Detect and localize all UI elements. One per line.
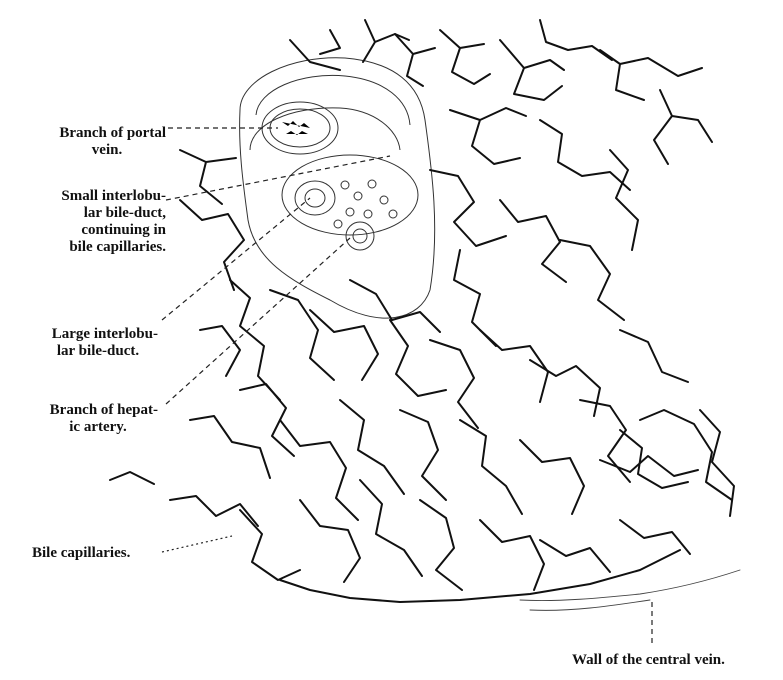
label-hepatic-artery-line1: Branch of hepat-: [8, 402, 158, 419]
label-portal-vein-line2: vein.: [8, 142, 166, 159]
label-small-duct-line3: continuing in: [8, 222, 166, 239]
label-large-duct-line1: Large interlobu-: [8, 326, 158, 343]
large-bile-duct: [346, 222, 374, 250]
label-small-duct: Small interlobu- lar bile-duct, continui…: [8, 188, 166, 256]
label-bile-capillaries-line1: Bile capillaries.: [32, 545, 130, 562]
label-bile-capillaries: Bile capillaries.: [32, 545, 130, 562]
label-large-duct: Large interlobu- lar bile-duct.: [8, 326, 158, 360]
label-small-duct-line2: lar bile-duct,: [8, 205, 166, 222]
label-small-duct-line1: Small interlobu-: [8, 188, 166, 205]
label-portal-vein: Branch of portal vein.: [8, 125, 166, 159]
small-bile-duct: [282, 155, 418, 235]
portal-vein-branch: [262, 102, 338, 154]
label-large-duct-line2: lar bile-duct.: [8, 343, 158, 360]
label-central-vein-wall-line1: Wall of the central vein.: [572, 652, 725, 669]
leader-small-duct: [166, 156, 390, 200]
label-central-vein-wall: Wall of the central vein.: [572, 652, 725, 669]
leader-bile-capillaries: [162, 536, 232, 552]
label-hepatic-artery: Branch of hepat- ic artery.: [8, 402, 158, 436]
label-portal-vein-line1: Branch of portal: [8, 125, 166, 142]
portal-canal: [240, 58, 435, 318]
label-hepatic-artery-line2: ic artery.: [8, 419, 158, 436]
label-small-duct-line4: bile capillaries.: [8, 239, 166, 256]
leader-large-duct: [162, 198, 310, 320]
